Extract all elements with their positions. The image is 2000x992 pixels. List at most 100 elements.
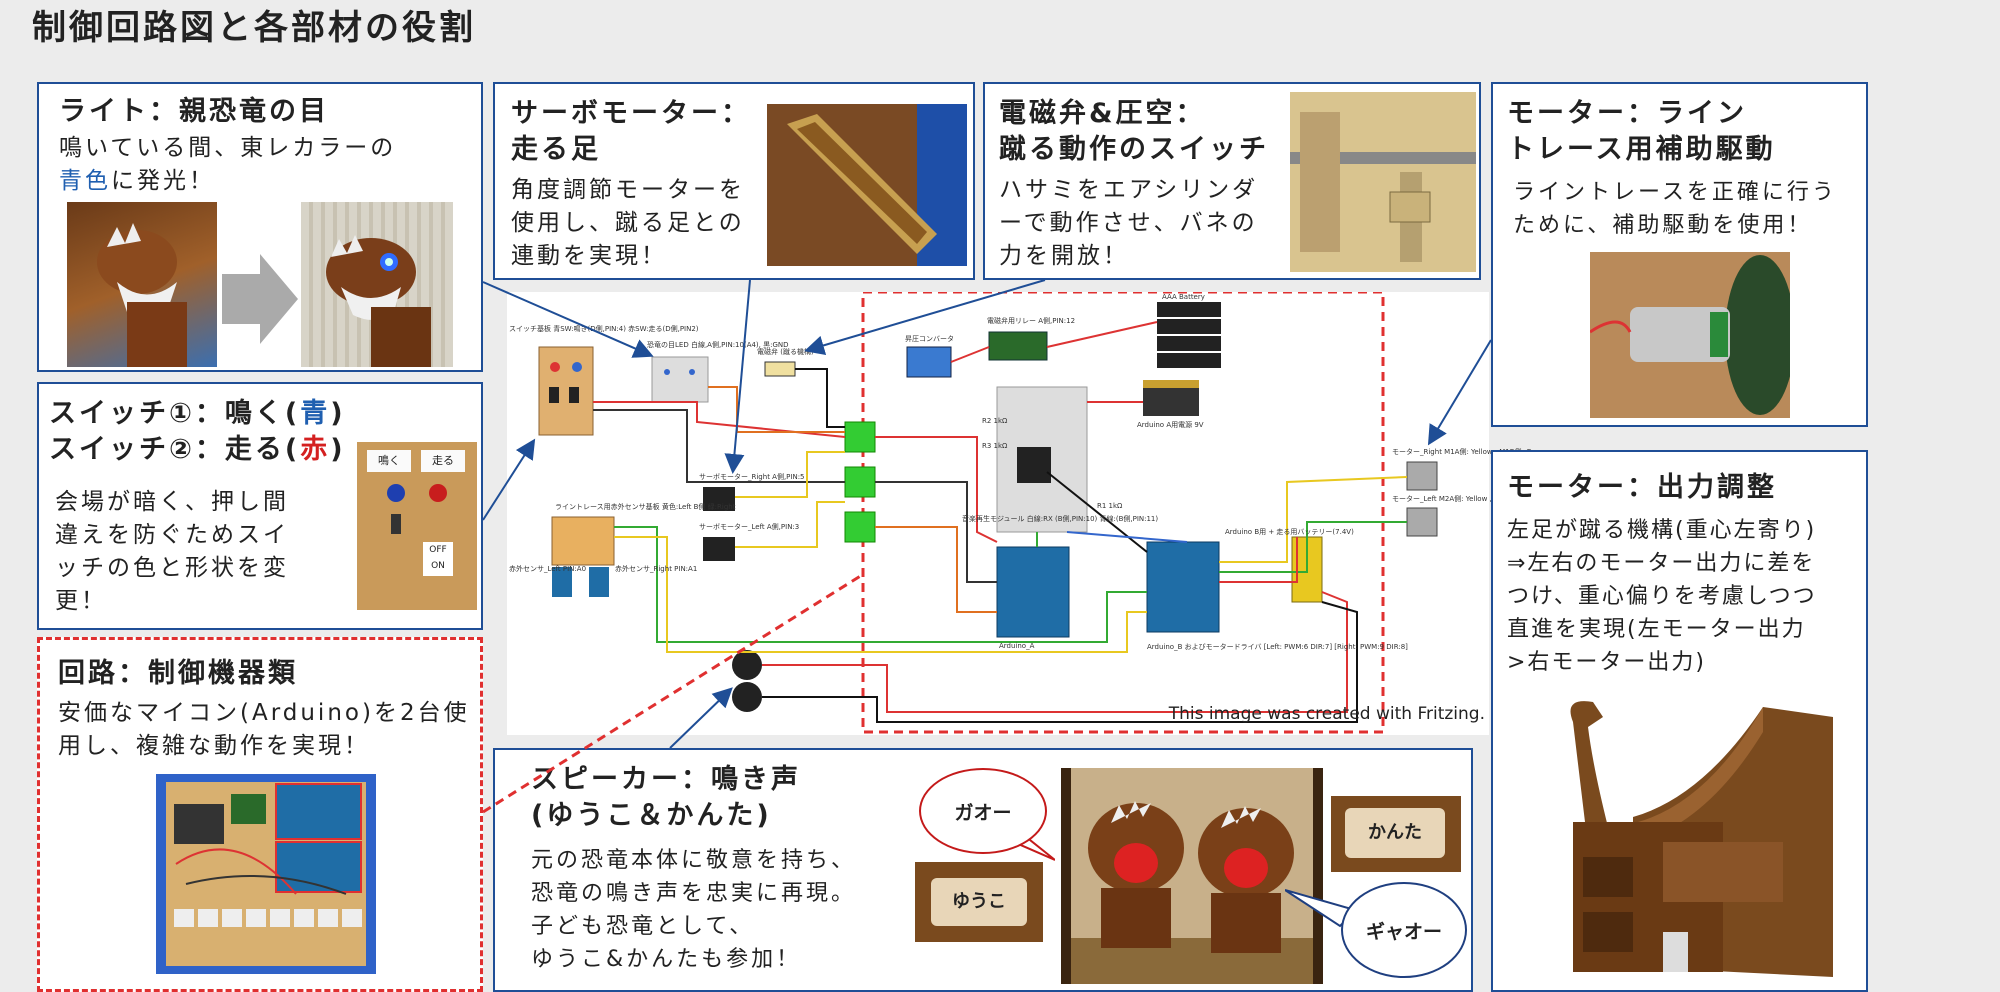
arrow-right-icon [222,254,298,344]
valve-heading-2: 蹴る動作のスイッチ [999,134,1269,165]
servo-leg-photo [767,104,967,266]
switch-heading-2-text: スイッチ②：走る( [49,434,301,465]
switch-photo-off-on: OFF ON [423,542,453,576]
red-button-icon [429,484,447,502]
speaker-heading-2: (ゆうこ＆かんた) [531,800,772,831]
label-motor-left: モーター_Left M2A側: Yellow , M2B側: Green [1392,495,1543,503]
servo-heading-2: 走る足 [511,134,601,165]
kanta-tag: かんた [1345,808,1445,858]
motor-output-line-1: 左足が蹴る機構(重心左寄り) [1507,518,1817,543]
speech-bubble-gao: ガオー [919,768,1047,854]
label-arduino-b: Arduino_B およびモータードライバ [Left: PWM:6 DIR:7… [1147,643,1408,651]
motor-output-line-3: つけ、重心偏りを考慮しつつ [1507,584,1817,609]
circuit-line-2: 用し、複雑な動作を実現！ [58,733,370,759]
label-sound-module: 音楽再生モジュール 白線:RX (B側,PIN:10) 青線:(B側,PIN:1… [962,515,1159,523]
label-servo-right: サーボモーター_Right A側,PIN:5 [699,473,805,481]
light-box: ライト：親恐竜の目 鳴いている間、東レカラーの 青色に発光！ [37,82,483,372]
label-converter: 昇圧コンバータ [905,335,954,343]
switch-blue-word: 青 [300,398,331,429]
switch-photo-label-1: 鳴く [367,450,411,472]
kanta-tag-photo: かんた [1331,796,1461,872]
valve-line-1: ハサミをエアシリンダ [999,177,1259,203]
light-line-2-rest: に発光！ [111,168,215,194]
label-led: 恐竜の目LED 白線,A側,PIN:10(A4), 黒:GND [647,341,789,349]
motor-line-line-2: ために、補助駆動を使用！ [1513,213,1813,238]
circuit-wiring [538,292,1438,734]
air-cylinder-photo [1290,92,1476,272]
label-arduino-a: Arduino_A [999,642,1035,650]
circuit-box: 回路：制御機器類 安価なマイコン(Arduino)を2台使 用し、複雑な動作を実… [37,637,483,992]
label-power: Arduino A用電源 9V [1137,421,1204,429]
light-line-1: 鳴いている間、東レカラーの [59,135,397,161]
yuko-tag-photo: ゆうこ [915,862,1043,942]
speech-bubble-gyao: ギャオー [1341,882,1467,978]
label-lipo: Arduino B用 + 走る用バッテリー(7.4V) [1225,528,1354,536]
circuit-line-1: 安価なマイコン(Arduino)を2台使 [58,700,470,726]
switch-board-photo: 鳴く 走る OFF ON [357,442,477,610]
light-blue-word: 青色 [59,168,111,194]
fritzing-credit: This image was created with Fritzing. [1168,704,1485,724]
circuit-heading: 回路：制御機器類 [58,658,298,689]
toggle-switch-icon [391,514,401,534]
switch-box: スイッチ①：鳴く(青) スイッチ②：走る(赤) 会場が暗く、押し間 違えを防ぐた… [37,382,483,630]
dinosaur-eye-off-photo [67,202,217,367]
motor-output-heading: モーター：出力調整 [1507,472,1777,503]
switch-photo-off: OFF [429,545,447,555]
label-servo-left: サーボモーター_Left A側,PIN:3 [699,523,800,531]
valve-line-2: ーで動作させ、バネの [999,210,1258,236]
switch-heading-1-text: スイッチ①：鳴く( [49,398,301,429]
servo-line-3: 連動を実現！ [511,243,667,269]
switch-line-1: 会場が暗く、押し間 [55,489,289,515]
switch-line-3: ッチの色と形状を変 [55,555,289,581]
speaker-box: スピーカー：鳴き声 (ゆうこ＆かんた) 元の恐竜本体に敬意を持ち、 恐竜の鳴き声… [493,748,1473,992]
switch-heading-1: スイッチ①：鳴く(青) [49,396,346,432]
label-relay: 電磁弁用リレー A側,PIN:12 [987,317,1076,325]
switch-line-4: 更！ [55,588,107,614]
light-line-2: 青色に発光！ [59,165,215,198]
switch-heading-1-close: ) [330,398,346,429]
circuit-diagram: スイッチ基板 青SW:鳴き(D側,PIN:4) 赤SW:走る(D側,PIN2) … [507,292,1547,735]
speaker-heading-1: スピーカー：鳴き声 [531,764,801,795]
motor-line-line-1: ライントレースを正確に行う [1513,180,1837,205]
motor-output-line-4: 直進を実現(左モーター出力 [1507,617,1806,642]
kicking-robot-model [1570,701,1833,977]
switch-photo-label-2: 走る [421,450,465,472]
valve-box: 電磁弁&圧空： 蹴る動作のスイッチ ハサミをエアシリンダ ーで動作させ、バネの … [983,82,1481,280]
servo-line-1: 角度調節モーターを [511,177,745,203]
yuko-tag: ゆうこ [931,878,1027,926]
label-motor-right: モーター_Right M1A側: Yellow , M1B側: Green [1392,448,1548,456]
dinosaur-eye-on-photo [301,202,453,367]
page-title: 制御回路図と各部材の役割 [32,8,476,48]
speaker-line-4: ゆうこ&かんたも参加！ [531,947,802,972]
label-line-sensor: ライントレース用赤外センサ基板 黄色:Left B側 緑:Right [555,503,736,511]
control-board-photo [156,774,376,974]
servo-line-2: 使用し、蹴る足との [511,210,745,236]
label-ir-right: 赤外センサ_Right PIN:A1 [615,565,698,573]
switch-photo-on: ON [431,561,445,571]
motor-output-line-2: ⇒左右のモーター出力に差を [1507,551,1816,576]
speaker-line-2: 恐竜の鳴き声を忠実に再現。 [531,881,857,906]
motor-output-line-5: >右モーター出力) [1507,650,1707,675]
motor-line-heading-1: モーター：ライン [1507,98,1747,129]
label-r3: R3 1kΩ [982,442,1008,450]
label-r1: R1 1kΩ [1097,502,1123,510]
speaker-line-1: 元の恐竜本体に敬意を持ち、 [531,848,857,873]
switch-red-word: 赤 [300,434,331,465]
label-ir-left: 赤外センサ_Left PIN:A0 [509,565,587,573]
switch-heading-2: スイッチ②：走る(赤) [49,432,346,468]
motor-line-heading-2: トレース用補助駆動 [1507,134,1776,165]
servo-box: サーボモーター： 走る足 角度調節モーターを 使用し、蹴る足との 連動を実現！ [493,82,975,280]
servo-heading-1: サーボモーター： [511,98,751,129]
label-r2: R2 1kΩ [982,417,1008,425]
speaker-line-3: 子ども恐竜として、 [531,914,755,939]
motor-output-box: モーター：出力調整 左足が蹴る機構(重心左寄り) ⇒左右のモーター出力に差を つ… [1491,450,1868,992]
light-heading: ライト：親恐竜の目 [59,96,329,127]
label-battery: AAA Battery [1162,293,1205,301]
baby-dinosaurs-photo [1061,768,1323,984]
valve-line-3: 力を開放！ [999,243,1129,269]
label-valve: 電磁弁 (蹴る機構) [757,348,814,356]
dc-motor-photo [1590,252,1790,418]
switch-line-2: 違えを防ぐためスイ [55,522,289,548]
blue-button-icon [387,484,405,502]
